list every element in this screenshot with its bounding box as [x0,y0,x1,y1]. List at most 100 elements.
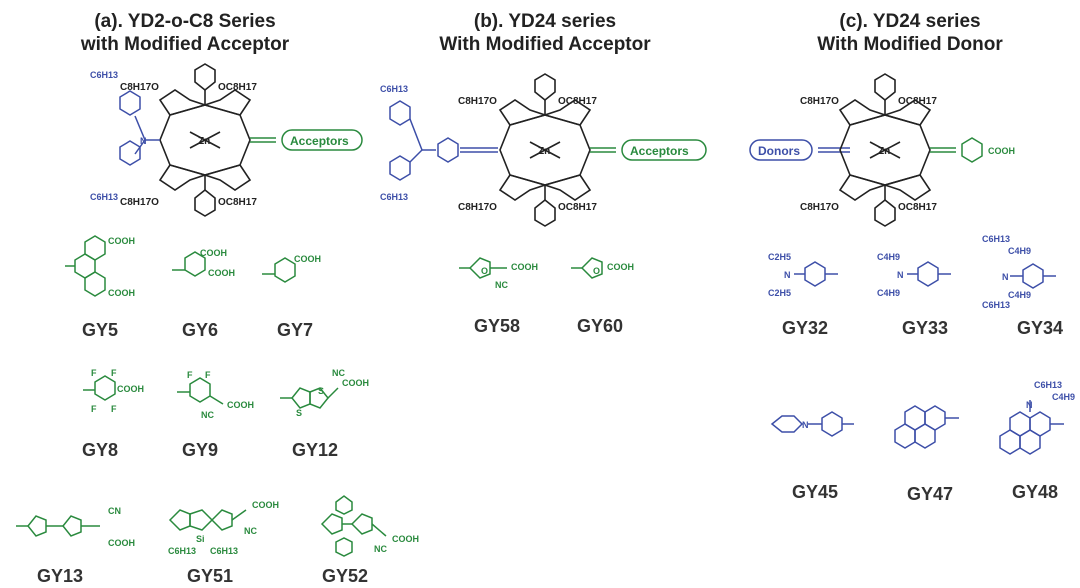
label-gy7: GY7 [276,320,314,340]
cooh-label: COOH [108,236,135,246]
cooh-label: COOH [208,268,235,278]
cooh-label: COOH [511,262,538,272]
nc-label: NC [332,368,345,378]
donor-linker [749,139,850,161]
label-gy5: GY5 [81,320,119,340]
cooh-label: COOH [252,500,279,510]
benzoic-acid-acceptor [930,137,983,163]
label-gy60: GY60 [576,316,624,336]
label-gy13: GY13 [36,566,84,586]
acceptor-pill: Acceptors [290,134,349,148]
zn-label: Zn [878,146,890,157]
label-gy52: GY52 [321,566,369,586]
label-gy58: GY58 [473,316,521,336]
hexyl-bottom: C6H13 [90,192,118,202]
porphyrin-core [158,63,252,217]
alkoxy-tr: OC8H17 [558,96,597,107]
cooh-label: COOH [200,248,227,258]
nc-label: NC [201,410,214,420]
porphyrin-core [838,73,932,227]
label-gy33: GY33 [901,318,949,338]
cooh-label: COOH [342,378,369,388]
butyl-label: C4H9 [1008,290,1031,300]
nc-label: NC [244,526,257,536]
fragment-gy7: COOH [262,254,321,283]
hexyl-bottom: C6H13 [380,192,408,202]
o-label: O [593,266,600,276]
panel-c-subtitle: With Modified Donor [817,34,1003,55]
cooh-label: COOH [108,288,135,298]
s-label: S [296,408,302,418]
alkoxy-tl: C8H17O [800,96,839,107]
cn-label: CN [108,506,121,516]
f-label: F [111,404,117,414]
n-label: N [802,420,809,430]
butyl-label: C4H9 [1052,392,1075,402]
panel-b-header: (b). YD24 series With Modified Acceptor [400,10,690,56]
alkoxy-br: OC8H17 [218,197,257,208]
fragment-gy45: N [770,411,854,437]
fragment-gy47 [894,405,959,449]
f-label: F [205,370,211,380]
s-label: S [318,386,324,396]
fragment-gy13: CN COOH [16,506,135,548]
porphyrin-core [498,73,592,227]
fragment-gy60: COOH O [571,257,634,279]
hexyl-label: C6H13 [210,546,238,556]
fragment-gy51: COOH NC Si C6H13 C6H13 [168,500,279,556]
fragment-gy6: COOH COOH [172,248,235,278]
butyl-label: C4H9 [1008,246,1031,256]
label-gy47: GY47 [906,484,954,504]
label-gy45: GY45 [791,482,839,502]
hexyl-top: C6H13 [380,84,408,94]
acceptor-pill: Acceptors [630,144,689,158]
nc-label: NC [495,280,508,290]
cooh-label: COOH [117,384,144,394]
panel-b-subtitle: With Modified Acceptor [439,34,651,55]
f-label: F [111,368,117,378]
amine-n: N [140,136,147,146]
alkoxy-bl: C8H17O [120,197,159,208]
alkoxy-tl: C8H17O [458,96,497,107]
porphyrin-a: C8H17O OC8H17 C8H17O OC8H17 Zn C6H13 C6H… [90,63,363,217]
fragment-gy58: COOH NC O [459,257,538,290]
hexyl-label: C6H13 [168,546,196,556]
alkoxy-tr: OC8H17 [898,96,937,107]
alkoxy-tl: C8H17O [120,82,159,93]
fragment-gy5: COOH COOH [65,235,135,298]
fragment-gy9: COOH NC F F [177,370,254,420]
alkoxy-tr: OC8H17 [218,82,257,93]
fragment-gy48: N C6H13 C4H9 [999,380,1075,455]
triarylamine-donor [389,100,498,181]
panel-a-title: (a). YD2-o-C8 Series [94,11,276,32]
label-gy8: GY8 [81,440,119,460]
hexyl-label: C6H13 [982,300,1010,310]
triarylamine-donor [119,90,160,166]
panel-b-title: (b). YD24 series [473,11,617,32]
panel-c-title: (c). YD24 series [839,11,981,32]
hexyl-label: C6H13 [1034,380,1062,390]
fragment-gy8: COOH F F F F [83,368,144,414]
n-label: N [784,270,791,280]
hexyl-label: C6H13 [982,234,1010,244]
f-label: F [187,370,193,380]
ethyl-label: C2H5 [768,288,791,298]
porphyrin-b: C8H17O OC8H17 C8H17O OC8H17 Zn C6H13 C6H… [380,73,707,227]
hexyl-top: C6H13 [90,70,118,80]
label-gy34: GY34 [1016,318,1064,338]
n-label: N [1002,272,1009,282]
fragment-gy34: N C6H13 C4H9 C6H13 C4H9 [982,234,1056,310]
label-gy48: GY48 [1011,482,1059,502]
label-gy6: GY6 [181,320,219,340]
ethyl-label: C2H5 [768,252,791,262]
zn-label: Zn [198,136,210,147]
butyl-label: C4H9 [877,288,900,298]
cooh-label: COOH [108,538,135,548]
si-label: Si [196,534,205,544]
o-label: O [481,266,488,276]
fragment-gy12: COOH NC S S [280,368,369,418]
f-label: F [91,368,97,378]
label-gy12: GY12 [291,440,339,460]
alkoxy-bl: C8H17O [458,202,497,213]
label-gy9: GY9 [181,440,219,460]
